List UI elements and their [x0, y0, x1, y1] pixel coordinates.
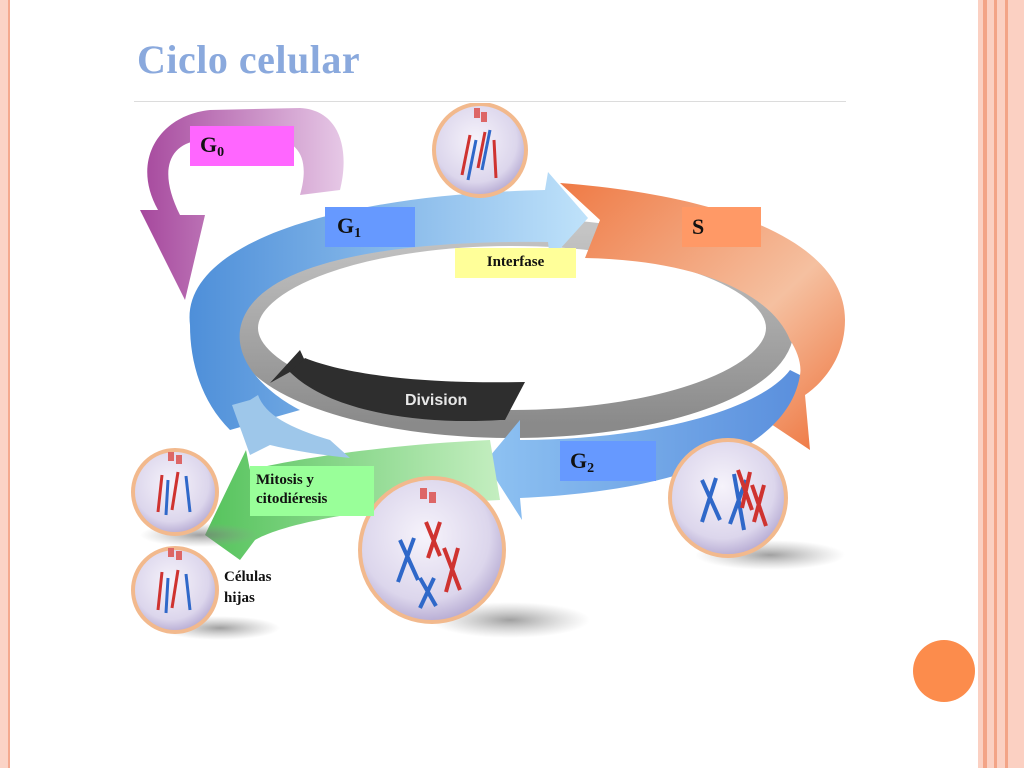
g2-main: G [570, 448, 588, 473]
mitosis-cell [358, 476, 590, 638]
right-border-stripe [1008, 0, 1024, 768]
right-border-stripe [978, 0, 983, 768]
right-border-stripe [1005, 0, 1008, 768]
mitosis-label-line1: Mitosis y [256, 472, 314, 488]
slide-title: Ciclo celular [137, 37, 361, 82]
s-phase-arrow [560, 183, 845, 450]
g2-sub: 2 [587, 461, 595, 476]
s-phase-label: S [682, 207, 761, 247]
daughter-cells-label-line1: Células [224, 569, 272, 585]
cell-cycle-diagram: Division [131, 103, 845, 640]
interphase-label: Interfase [455, 248, 576, 278]
daughter-cells-label: Células hijas [224, 567, 272, 609]
g1-sub: 1 [354, 226, 362, 241]
left-border-stripe [0, 0, 10, 768]
g1-label: G1 [325, 207, 415, 247]
g0-sub: 0 [217, 145, 225, 160]
daughter-cells-label-line2: hijas [224, 590, 255, 606]
top-cell [432, 103, 528, 198]
g1-main: G [337, 213, 355, 238]
mitosis-label: Mitosis y citodiéresis [250, 466, 374, 516]
g0-main: G [200, 132, 218, 157]
decorative-orange-circle [913, 640, 975, 702]
g2-label: G2 [560, 441, 656, 481]
daughter-cell-top [131, 448, 260, 547]
mitosis-label-line2: citodiéresis [256, 491, 328, 507]
right-border-stripe [994, 0, 997, 768]
inner-blue-arrow [232, 395, 350, 458]
right-border-stripe [987, 0, 994, 768]
g0-loop-arrow [140, 108, 344, 300]
division-label: Division [405, 392, 467, 409]
title-divider [134, 101, 846, 102]
g1-arrow [189, 172, 588, 430]
right-border-stripe [983, 0, 987, 768]
daughter-cell-bottom [131, 546, 280, 640]
g2-cell [668, 438, 845, 570]
right-border-stripe [997, 0, 1005, 768]
g0-label: G0 [190, 126, 294, 166]
